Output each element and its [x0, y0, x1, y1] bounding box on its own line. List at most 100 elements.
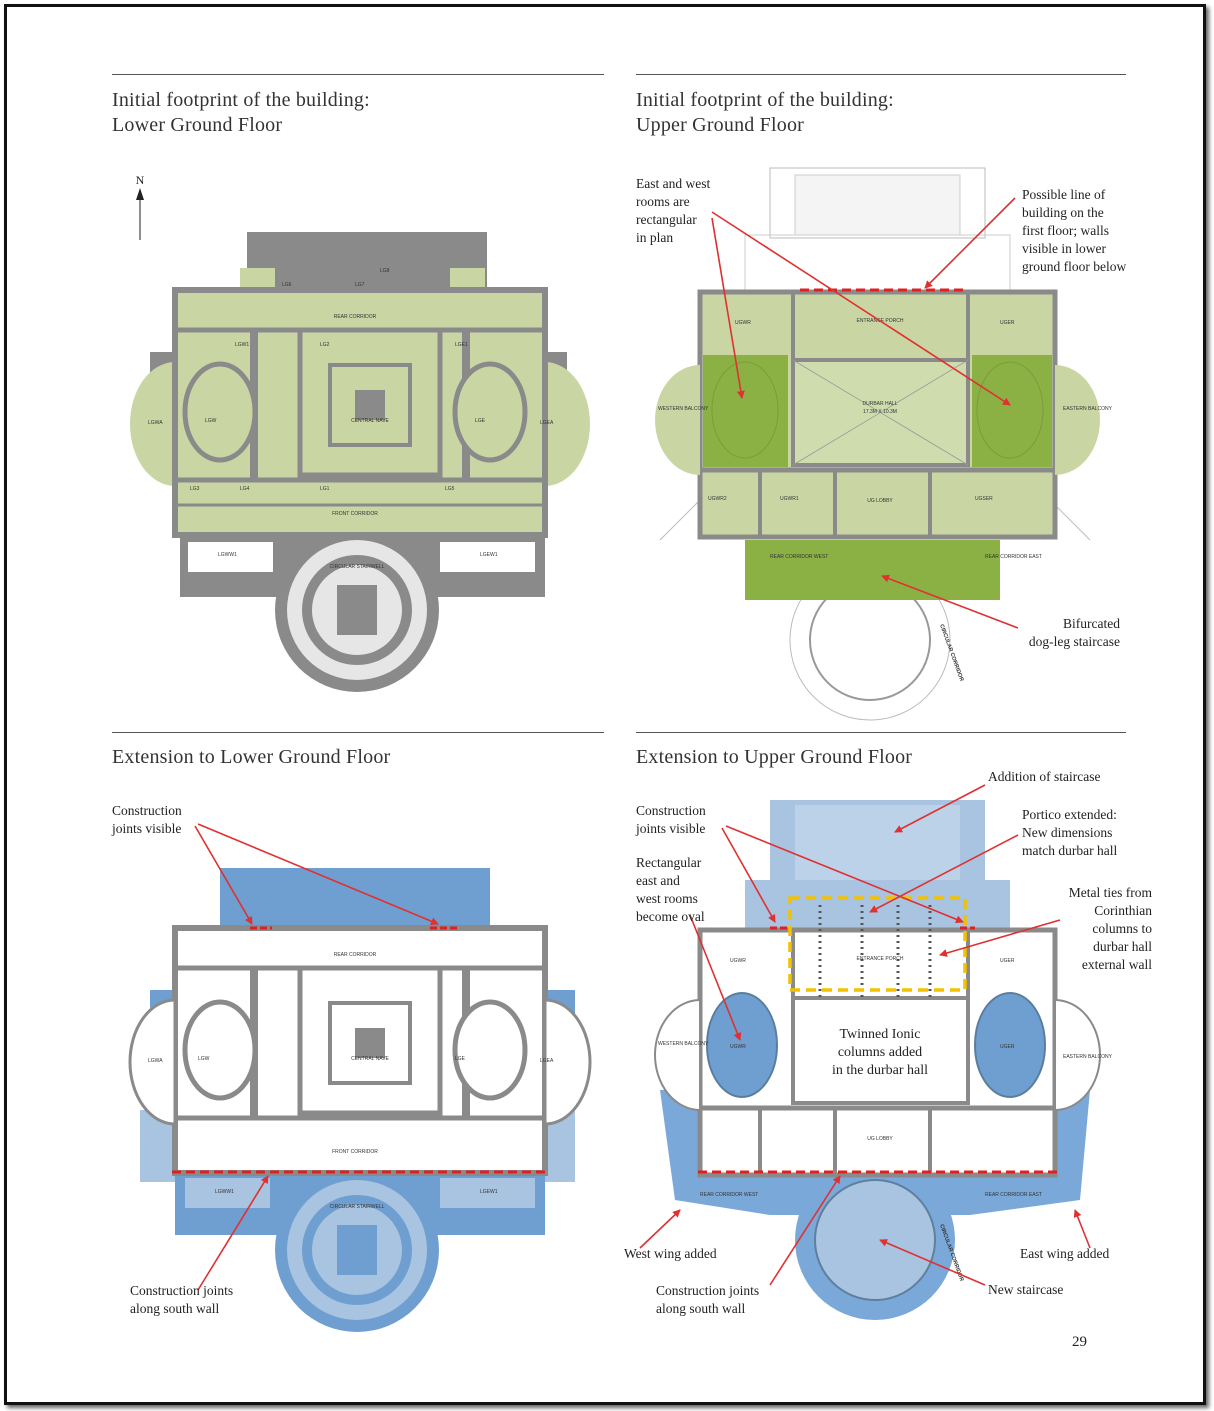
label-lgew1: LGEW1 [480, 552, 498, 558]
label-ug-lobby: UG LOBBY [867, 498, 893, 504]
arrow-to-east-room [711, 211, 1011, 406]
label-central-nave: CENTRAL NAVE [351, 418, 389, 424]
panel-title-br: Extension to Upper Ground Floor [636, 746, 913, 768]
portico-yellow-outline [788, 896, 967, 992]
label-circular-corridor: CIRCULAR CORRIDOR [938, 624, 964, 683]
arrow-to-west-room [711, 217, 745, 399]
rear-block-grey [247, 232, 487, 292]
plan-upper-initial: ENTRANCE PORCH DURBAR HALL 17.3M X 10.3M… [655, 167, 1113, 721]
east-apse [545, 362, 590, 486]
arrow-br-joint-east [725, 825, 964, 924]
label-lgea-2: LGEA [540, 1058, 554, 1064]
note-east-west-rooms: East and west rooms are rectangular in p… [636, 176, 711, 245]
north-arrow-icon [136, 188, 144, 200]
note-br-construction-joints: Construction joints visible [636, 803, 706, 836]
label-durbar-dims: 17.3M X 10.3M [863, 409, 897, 415]
bifurcated-staircase-area [745, 540, 1000, 600]
label-rear-corridor-west: REAR CORRIDOR WEST [770, 554, 828, 560]
label-circular-stairwell: CIRCULAR STAIRWELL [330, 564, 385, 570]
label-lg1: LG1 [320, 486, 330, 492]
label-central-nave-2: CENTRAL NAVE [351, 1056, 389, 1062]
eastern-balcony [1055, 365, 1100, 475]
arrow-portico [869, 834, 1019, 913]
label-lgea: LGEA [540, 420, 554, 426]
note-new-staircase: New staircase [988, 1282, 1064, 1297]
arrow-joint-west [194, 825, 253, 925]
east-room-rect [972, 355, 1052, 467]
arrow-br-joint-west [721, 827, 776, 923]
label-lgww1-2: LGWW1 [215, 1189, 234, 1195]
label-rear-corridor-2: REAR CORRIDOR [334, 952, 377, 958]
label-durbar-hall: DURBAR HALL [862, 401, 897, 407]
label-western-balcony: WESTERN BALCONY [658, 406, 709, 412]
plan-lower-extension: REAR CORRIDOR FRONT CORRIDOR CENTRAL NAV… [128, 823, 592, 1332]
label-lg8: LG8 [380, 268, 390, 274]
rule-bottom-right [636, 732, 1126, 733]
label-lgew1-2: LGEW1 [480, 1189, 498, 1195]
label-ugwr-oval: UGWR [730, 1044, 746, 1050]
label-lg3: LG3 [190, 486, 200, 492]
label-ugwr-2: UGWR [730, 958, 746, 964]
arrow-br-south-wall [769, 1175, 841, 1286]
arrow-rect-oval [689, 914, 742, 1041]
label-lg2: LG2 [320, 342, 330, 348]
arrow-east-wing [1073, 1209, 1091, 1249]
west-room-oval [706, 992, 778, 1098]
western-balcony [655, 365, 700, 475]
arrow-joint-east [197, 823, 439, 925]
note-bl-south-wall: Construction joints along south wall [130, 1283, 234, 1316]
note-metal-ties: Metal ties from Corinthian columns to du… [1068, 885, 1152, 972]
arrow-to-staircase [881, 574, 1019, 629]
label-ug-lobby-2: UG LOBBY [867, 1136, 893, 1142]
panel-title-tr-line2: Upper Ground Floor [636, 114, 805, 136]
panel-title-tl: Initial footprint of the building: Lower… [112, 88, 370, 138]
rule-top-right [636, 74, 1126, 75]
label-eastern-balcony: EASTERN BALCONY [1063, 406, 1113, 412]
label-lg7: LG7 [355, 282, 365, 288]
panel-title-tr-line1: Initial footprint of the building: [636, 89, 894, 111]
panel-title-bl: Extension to Lower Ground Floor [112, 746, 391, 768]
label-lge-2: LGE [455, 1056, 466, 1062]
arrow-metal-ties [939, 919, 1061, 957]
label-ugwr2: UGWR2 [708, 496, 727, 502]
label-rear-corridor-east-2: REAR CORRIDOR EAST [985, 1192, 1042, 1198]
note-br-south-wall: Construction joints along south wall [656, 1283, 760, 1316]
rule-top-left [112, 74, 604, 75]
panel-title-tl-line1: Initial footprint of the building: [112, 89, 370, 111]
label-lgw: LGW [205, 418, 217, 424]
label-lgw-2: LGW [198, 1056, 210, 1062]
label-eastern-balcony-2: EASTERN BALCONY [1063, 1054, 1113, 1060]
label-rear-corridor-east: REAR CORRIDOR EAST [985, 554, 1042, 560]
page-number: 29 [1072, 1334, 1087, 1350]
note-rect-oval: Rectangular east and west rooms become o… [636, 855, 705, 924]
label-lgwa-2: LGWA [148, 1058, 163, 1064]
arrow-to-possible-line [924, 197, 1016, 289]
south-wings-blue [660, 1090, 1090, 1215]
label-rear-corridor: REAR CORRIDOR [334, 314, 377, 320]
note-portico: Portico extended: New dimensions match d… [1022, 807, 1118, 858]
panel-title-tr: Initial footprint of the building: Upper… [636, 88, 894, 138]
label-ugser: UGSER [975, 496, 993, 502]
arrow-new-staircase [879, 1239, 986, 1286]
label-lg5: LG5 [445, 486, 455, 492]
label-front-corridor-2: FRONT CORRIDOR [332, 1149, 378, 1155]
note-twinned-ionic: Twinned Ionic columns added in the durba… [805, 1026, 955, 1080]
label-circular-stairwell-2: CIRCULAR STAIRWELL [330, 1204, 385, 1210]
north-label: N [136, 173, 145, 187]
label-lge: LGE [475, 418, 486, 424]
panel-title-tl-line2: Lower Ground Floor [112, 114, 283, 136]
label-ugwr1: UGWR1 [780, 496, 799, 502]
metal-tie-dots [818, 905, 932, 1000]
west-apse [130, 362, 175, 486]
label-uger: UGER [1000, 320, 1015, 326]
label-rear-corridor-west-2: REAR CORRIDOR WEST [700, 1192, 758, 1198]
arrow-addition-staircase [894, 784, 986, 833]
arrow-south-wall [197, 1175, 269, 1291]
label-lgw1: LGW1 [235, 342, 249, 348]
note-bl-construction-joints: Construction joints visible [112, 803, 182, 836]
label-lge1: LGE1 [455, 342, 468, 348]
note-possible-line: Possible line of building on the first f… [1022, 187, 1127, 274]
note-addition-staircase: Addition of staircase [988, 769, 1101, 784]
rule-bottom-left [112, 732, 604, 733]
